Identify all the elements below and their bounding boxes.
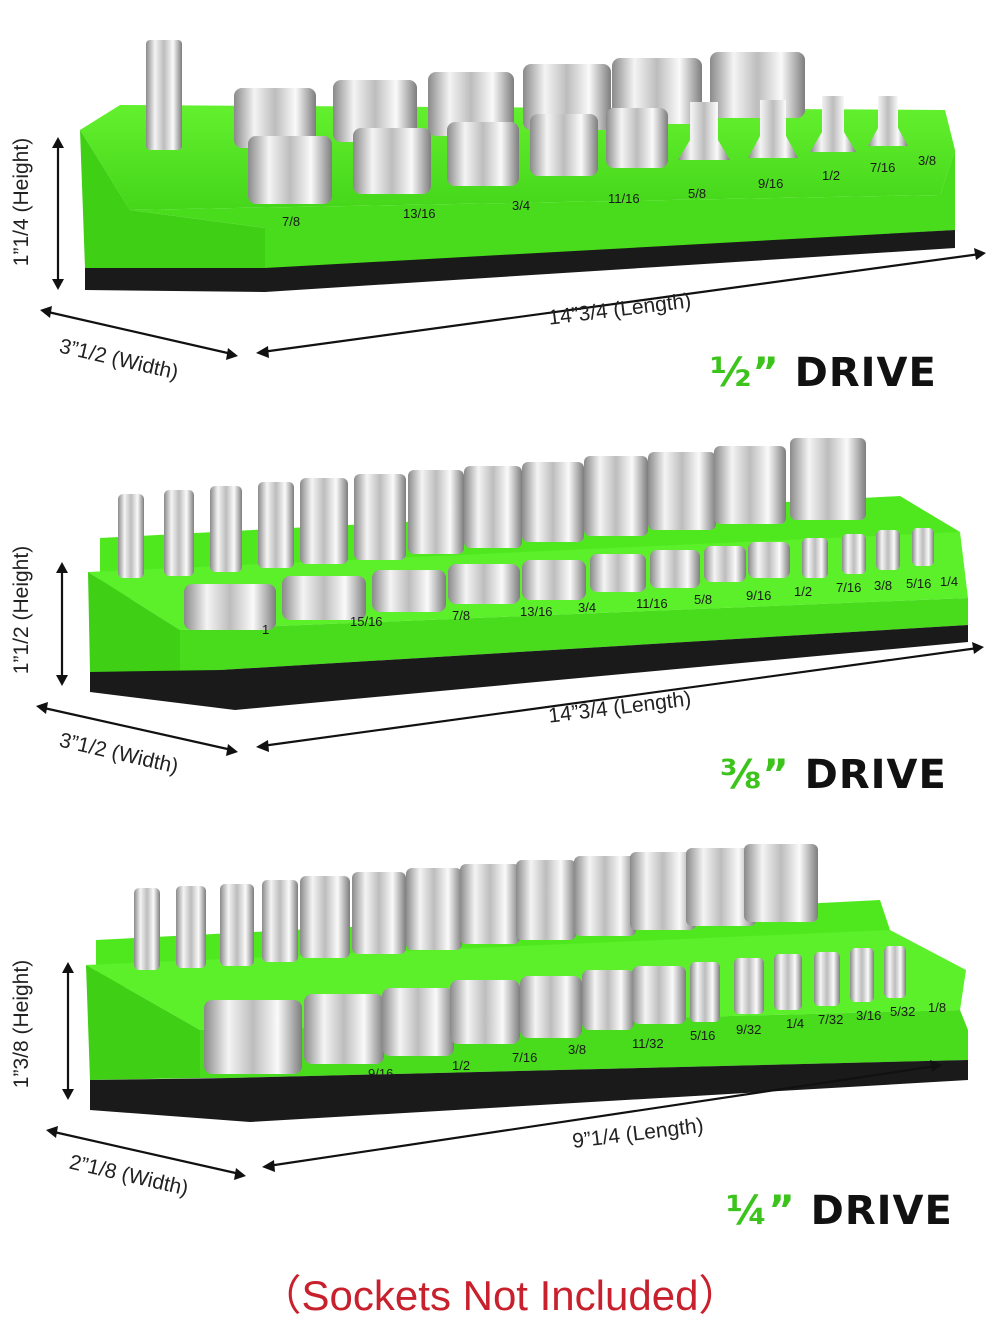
- tray-front-face: [88, 572, 180, 672]
- socket-size-label: 9/16: [746, 588, 771, 603]
- tray-long-face: [130, 150, 955, 270]
- front-row-labels: 7/8 13/16 3/4 11/16 5/8 9/16 1/2 7/16 3/…: [282, 153, 936, 229]
- height-dimension-label: 1”1/2 (Height): [10, 545, 34, 675]
- panel-three-eighths-drive: 1 15/16 7/8 13/16 3/4 11/16 5/8 9/16 1/2…: [0, 420, 1000, 810]
- socket-size-label: 7/16: [836, 580, 861, 595]
- magnetic-base: [85, 230, 955, 292]
- sockets-not-included-notice: （Sockets Not Included）: [259, 1272, 741, 1319]
- drive-word: DRIVE: [804, 752, 947, 798]
- socket-size-label: 7/8: [452, 608, 470, 623]
- socket-size-label: 15/16: [350, 614, 383, 629]
- socket-size-label: 1/2: [794, 584, 812, 599]
- socket-size-label: 13/16: [520, 604, 553, 619]
- front-row-sockets: [204, 946, 906, 1074]
- socket-size-label: 3/16: [856, 1008, 881, 1023]
- front-row-sockets: [184, 528, 934, 630]
- socket-size-label: 5/32: [890, 1004, 915, 1019]
- magnetic-base: [90, 1060, 968, 1122]
- socket-size-label: 7/8: [282, 214, 300, 229]
- socket-size-label: 7/16: [512, 1050, 537, 1065]
- magnetic-base: [90, 625, 968, 710]
- back-row-sockets: [118, 438, 866, 578]
- socket-size-label: 7/16: [870, 160, 895, 175]
- front-row-labels: 1 15/16 7/8 13/16 3/4 11/16 5/8 9/16 1/2…: [262, 574, 958, 637]
- socket-size-label: 11/16: [608, 191, 640, 206]
- socket-size-label: 3/4: [512, 198, 530, 213]
- socket-size-label: 1/4: [940, 574, 958, 589]
- drive-fraction: ½”: [710, 350, 780, 396]
- drive-fraction: ¼”: [726, 1188, 796, 1234]
- socket-size-label: 3/8: [918, 153, 936, 168]
- socket-size-label: 13/16: [403, 206, 436, 221]
- socket-size-label: 3/4: [578, 600, 596, 615]
- socket-size-label: 3/8: [874, 578, 892, 593]
- back-row-sockets: [146, 40, 805, 150]
- drive-word: DRIVE: [810, 1188, 953, 1234]
- front-row-sockets: [248, 96, 908, 204]
- tray-illustration-half-inch: 7/8 13/16 3/4 11/16 5/8 9/16 1/2 7/16 3/…: [40, 40, 986, 360]
- socket-size-label: 9/16: [368, 1066, 393, 1081]
- tray-illustration-quarter-inch: 5/8 9/16 1/2 7/16 3/8 11/32 5/16 9/32 1/…: [46, 844, 968, 1180]
- height-dimension-label: 1”3/8 (Height): [10, 959, 34, 1089]
- socket-size-label: 1/2: [452, 1058, 470, 1073]
- panel-quarter-inch-drive: 5/8 9/16 1/2 7/16 3/8 11/32 5/16 9/32 1/…: [0, 830, 1000, 1250]
- panel-half-inch-drive: 7/8 13/16 3/4 11/16 5/8 9/16 1/2 7/16 3/…: [0, 0, 1000, 400]
- socket-size-label: 1/2: [822, 168, 840, 183]
- dimension-arrows: [46, 962, 942, 1180]
- socket-size-label: 9/32: [736, 1022, 761, 1037]
- drive-size-label: ¼” DRIVE: [726, 1188, 953, 1234]
- height-dimension-label: 1”1/4 (Height): [10, 137, 34, 267]
- drive-fraction: ⅜”: [720, 752, 790, 798]
- socket-size-label: 1/8: [928, 1000, 946, 1015]
- socket-size-label: 1: [262, 622, 269, 637]
- socket-size-label: 5/16: [906, 576, 931, 591]
- socket-size-label: 11/32: [632, 1036, 664, 1051]
- socket-size-label: 3/8: [568, 1042, 586, 1057]
- tray-front-face: [80, 130, 265, 268]
- tray-front-face: [86, 965, 200, 1080]
- socket-size-label: 11/16: [636, 596, 668, 611]
- dimension-arrows: [40, 137, 986, 360]
- dimension-arrows: [36, 562, 984, 756]
- drive-size-label: ⅜” DRIVE: [720, 752, 947, 798]
- drive-size-label: ½” DRIVE: [710, 350, 937, 396]
- drive-word: DRIVE: [794, 350, 937, 396]
- tray-long-face: [180, 598, 968, 672]
- socket-size-label: 1/4: [786, 1016, 804, 1031]
- socket-size-label: 5/8: [688, 186, 706, 201]
- socket-size-label: 5/16: [690, 1028, 715, 1043]
- socket-size-label: 9/16: [758, 176, 783, 191]
- socket-size-label: 7/32: [818, 1012, 843, 1027]
- back-row-sockets: [134, 844, 818, 970]
- front-row-labels: 5/8 9/16 1/2 7/16 3/8 11/32 5/16 9/32 1/…: [284, 1000, 946, 1091]
- socket-size-label: 5/8: [694, 592, 712, 607]
- socket-size-label: 5/8: [284, 1076, 302, 1091]
- tray-illustration-three-eighths: 1 15/16 7/8 13/16 3/4 11/16 5/8 9/16 1/2…: [36, 438, 984, 756]
